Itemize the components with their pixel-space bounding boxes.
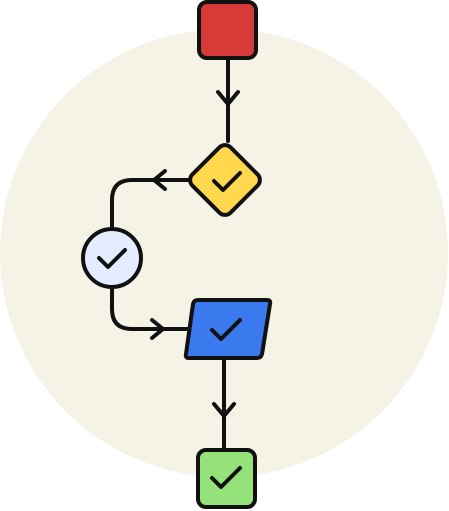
- side-check-circle: [81, 227, 143, 289]
- end-square: [196, 448, 257, 509]
- process-parallelogram: [183, 298, 273, 360]
- end-node: [196, 448, 257, 509]
- background-circle: [0, 29, 448, 477]
- decision-diamond: [188, 143, 262, 217]
- checkmark-icon: [212, 171, 242, 192]
- connectors: [110, 56, 240, 452]
- connector-decision-to-side-check: [110, 178, 192, 230]
- arrowhead-down-2: [212, 402, 236, 418]
- checkmark-icon: [210, 466, 242, 489]
- checkmark-icon: [97, 248, 127, 269]
- arrowhead-left-1: [152, 169, 167, 191]
- process-node: [183, 298, 273, 360]
- decision-node: [188, 143, 262, 217]
- checkmark-icon: [210, 318, 242, 341]
- side-check-node: [81, 227, 143, 289]
- connector-side-check-to-process: [110, 286, 190, 331]
- start-node: [197, 0, 258, 60]
- arrowhead-down-1: [216, 90, 240, 106]
- arrowhead-right-1: [150, 318, 165, 340]
